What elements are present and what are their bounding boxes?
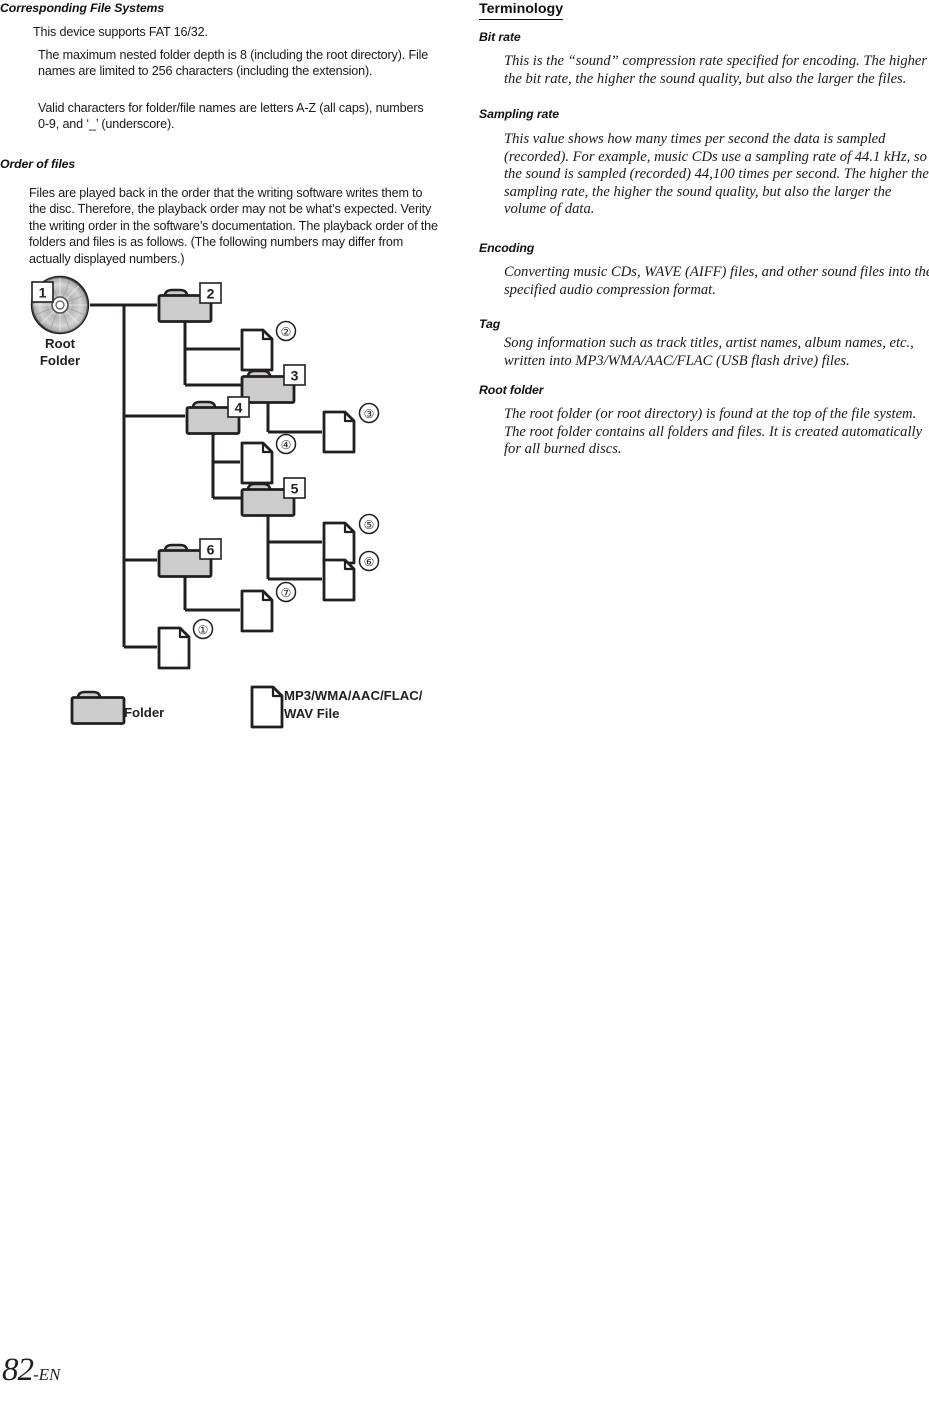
term-heading-tag: Tag — [479, 317, 501, 331]
legend-file-label-line1: MP3/WMA/AAC/FLAC/ — [284, 688, 423, 703]
folder-badge-text: 3 — [291, 368, 299, 384]
file-badge-text: ① — [198, 623, 209, 637]
legend-file-label-line2: WAV File — [284, 706, 339, 721]
folder-badge-6: 6 — [199, 538, 222, 560]
heading-order-of-files: Order of files — [0, 157, 76, 171]
page-number-value: 82 — [2, 1352, 34, 1388]
file-node-5 — [322, 521, 356, 565]
term-heading-bit-rate: Bit rate — [479, 30, 521, 44]
root-folder-label-line1: Root — [45, 336, 76, 351]
terminology-title: Terminology — [479, 1, 564, 20]
file-badge-3: ③ — [358, 402, 380, 424]
paragraph-fat-support: This device supports FAT 16/32. — [33, 25, 208, 39]
paragraph-folder-depth: The maximum nested folder depth is 8 (in… — [38, 48, 429, 79]
heading-corresponding-file-systems: Corresponding File Systems — [0, 1, 165, 15]
file-badge-4: ④ — [275, 433, 297, 455]
term-definition-root-folder: The root folder (or root directory) is f… — [504, 406, 923, 458]
file-badge-text: ③ — [364, 407, 375, 421]
folder-badge-4: 4 — [227, 396, 250, 418]
file-node-2 — [240, 328, 274, 372]
file-badge-5: ⑤ — [358, 513, 380, 535]
page-number: 82-EN — [2, 1352, 60, 1389]
legend-file-icon — [250, 685, 284, 729]
folder-badge-text: 5 — [291, 481, 299, 497]
folder-badge-text: 6 — [207, 542, 215, 558]
file-badge-text: ② — [281, 325, 292, 339]
file-badge-6: ⑥ — [358, 550, 380, 572]
folder-structure-diagram: 1 2 3 4 5 — [0, 272, 445, 742]
folder-badge-text: 1 — [39, 285, 47, 301]
file-badges: ② ③ ④ ⑤ ⑥ — [192, 320, 380, 640]
folder-badge-2: 2 — [199, 282, 222, 304]
root-folder-label-line2: Folder — [40, 353, 80, 368]
term-definition-encoding: Converting music CDs, WAVE (AIFF) files,… — [504, 264, 929, 298]
file-badge-text: ⑤ — [364, 518, 375, 532]
file-badge-1: ① — [192, 618, 214, 640]
file-badge-7: ⑦ — [275, 581, 297, 603]
paragraph-valid-characters: Valid characters for folder/file names a… — [38, 101, 424, 132]
term-definition-sampling-rate: This value shows how many times per seco… — [504, 131, 929, 218]
file-node-3 — [322, 410, 356, 454]
file-node-6 — [322, 558, 356, 602]
diagram-legend: Folder MP3/WMA/AAC/FLAC/ WAV File — [70, 685, 423, 729]
term-heading-sampling-rate: Sampling rate — [479, 107, 560, 121]
file-node-7 — [240, 589, 274, 633]
file-badge-2: ② — [275, 320, 297, 342]
term-definition-tag: Song information such as track titles, a… — [504, 335, 914, 369]
file-badge-text: ⑥ — [364, 555, 375, 569]
folder-badges: 1 2 3 4 5 — [31, 281, 306, 560]
term-heading-encoding: Encoding — [479, 241, 535, 255]
folder-badge-3: 3 — [283, 364, 306, 386]
folder-badge-text: 4 — [235, 400, 243, 416]
file-node-4 — [240, 441, 274, 485]
folder-badge-1: 1 — [31, 281, 54, 303]
legend-folder-label: Folder — [124, 705, 164, 720]
page-number-suffix: -EN — [33, 1365, 61, 1384]
file-badge-text: ④ — [281, 438, 292, 452]
file-badge-text: ⑦ — [281, 586, 292, 600]
file-node-1 — [157, 626, 191, 670]
folder-badge-5: 5 — [283, 477, 306, 499]
term-heading-root-folder: Root folder — [479, 383, 544, 397]
term-definition-bit-rate: This is the “sound” compression rate spe… — [504, 53, 928, 87]
paragraph-order-of-files: Files are played back in the order that … — [29, 186, 438, 266]
legend-folder-icon — [70, 690, 126, 725]
folder-badge-text: 2 — [207, 286, 215, 302]
